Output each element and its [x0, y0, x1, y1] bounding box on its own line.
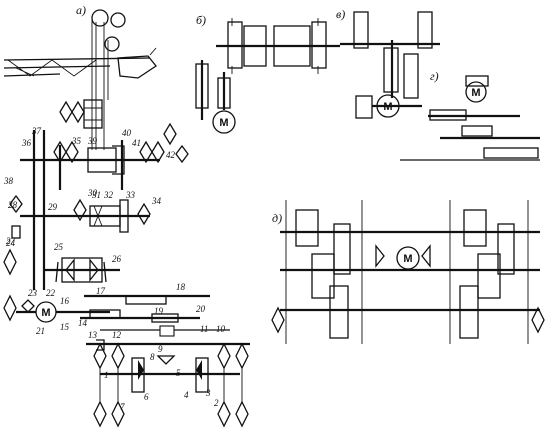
part-number: 8 — [150, 352, 155, 362]
motor-label-g: M — [471, 87, 480, 99]
panel-g-drawing: M г) — [400, 69, 540, 161]
part-number: 26 — [112, 254, 122, 264]
part-number: 19 — [154, 306, 164, 316]
part-number: 7 — [120, 402, 125, 412]
part-number: 3 — [205, 388, 211, 398]
part-number: 30 — [87, 188, 98, 198]
part-number: 16 — [60, 296, 70, 306]
motor-label-a: M — [41, 307, 50, 319]
part-number: 28 — [8, 200, 18, 210]
panel-v-drawing: M в) — [336, 7, 440, 119]
part-number: 11 — [200, 324, 208, 334]
part-number: 9 — [158, 344, 163, 354]
part-number: 12 — [112, 330, 122, 340]
part-number: 1 — [104, 370, 109, 380]
part-number: 5 — [176, 368, 181, 378]
part-number: 20 — [196, 304, 206, 314]
part-number: 17 — [96, 286, 106, 296]
part-number: 25 — [54, 242, 64, 252]
panel-label-b: б) — [196, 13, 206, 27]
part-number: 41 — [132, 138, 141, 148]
panel-a-drawing: M a) 1 — [3, 3, 250, 428]
part-number: 35 — [71, 136, 82, 146]
panel-label-a: a) — [76, 3, 86, 17]
part-number: 18 — [176, 282, 186, 292]
part-number: 24 — [6, 238, 16, 248]
panel-label-d: д) — [272, 211, 282, 225]
motor-label-b: M — [219, 117, 228, 129]
panel-b-drawing: M б) — [195, 13, 340, 134]
part-number: 40 — [122, 128, 132, 138]
part-number: 15 — [60, 322, 70, 332]
part-number: 31 — [91, 190, 101, 200]
part-number: 23 — [28, 288, 38, 298]
part-number: 36 — [21, 138, 32, 148]
part-number: 6 — [144, 392, 149, 402]
panel-label-v: в) — [336, 7, 345, 21]
part-number: 37 — [31, 126, 42, 136]
part-number: 22 — [46, 288, 56, 298]
part-number: 32 — [103, 190, 114, 200]
part-number: 2 — [214, 398, 219, 408]
panel-label-g: г) — [430, 69, 439, 83]
part-number: 42 — [166, 150, 176, 160]
part-number: 27 — [6, 236, 16, 246]
part-number: 29 — [48, 202, 58, 212]
part-number: 13 — [88, 330, 98, 340]
part-number: 33 — [125, 190, 136, 200]
part-number: 4 — [184, 390, 189, 400]
part-number: 10 — [216, 324, 226, 334]
motor-label-d: M — [403, 253, 412, 265]
part-number: 38 — [3, 176, 14, 186]
part-number: 34 — [151, 196, 162, 206]
part-number: 39 — [87, 136, 98, 146]
part-number: 14 — [78, 318, 88, 328]
part-number: 21 — [36, 326, 45, 336]
panel-d-drawing: M д) — [271, 200, 545, 344]
